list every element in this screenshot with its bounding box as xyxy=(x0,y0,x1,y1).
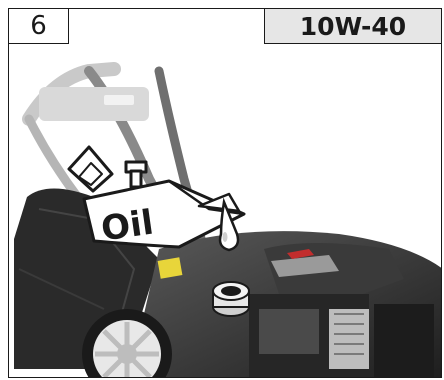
oil-grade-label: 10W-40 xyxy=(300,12,406,41)
oil-filler-cap xyxy=(213,282,249,316)
lawnmower-oil-fill-illustration: Oil xyxy=(9,9,442,378)
engine xyxy=(249,294,434,378)
instruction-panel: Oil 6 10W-40 xyxy=(8,8,442,378)
step-number: 6 xyxy=(30,11,47,41)
oil-drop-highlight xyxy=(223,232,228,242)
oil-grade-box: 10W-40 xyxy=(264,8,442,44)
oil-can-label: Oil xyxy=(99,203,156,250)
oil-can-icon: Oil xyxy=(69,147,244,249)
step-number-box: 6 xyxy=(9,9,69,44)
